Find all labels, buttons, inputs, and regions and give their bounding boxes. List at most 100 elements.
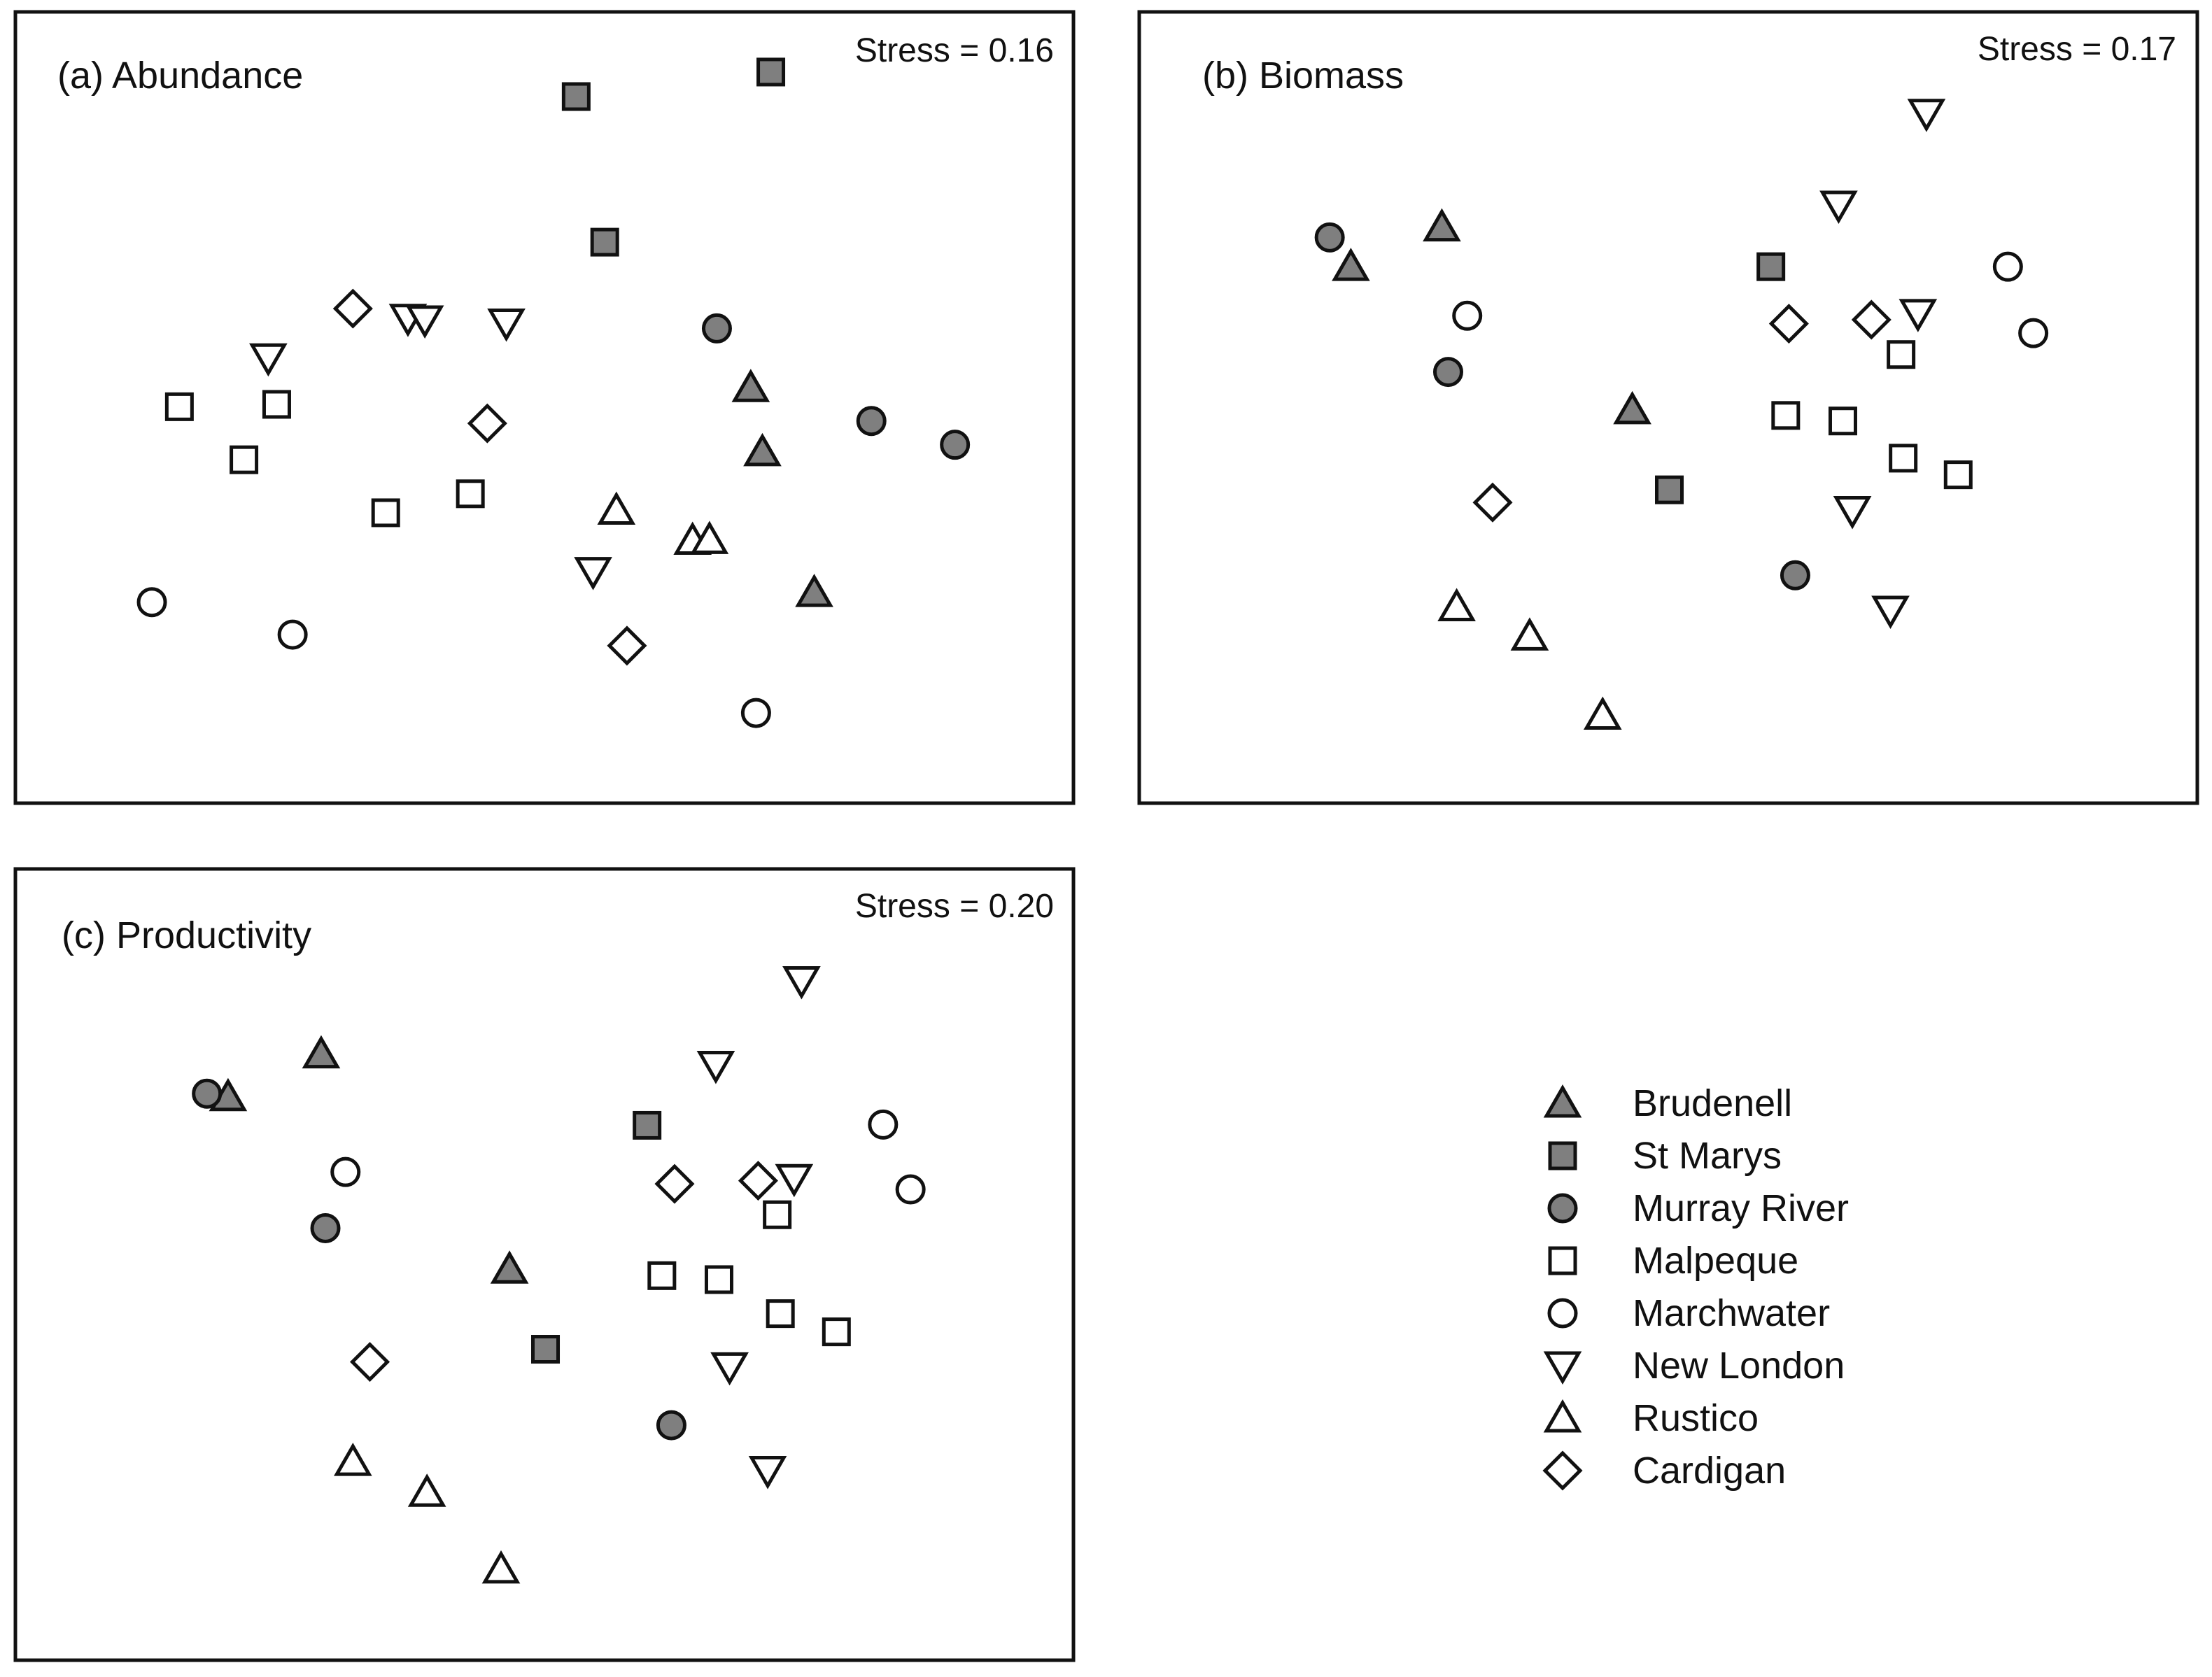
point-murray-river [656,1410,686,1441]
legend-label: New London [1633,1345,1845,1387]
point-malpeque [1771,401,1801,430]
legend-item-murray-river: Murray River [1547,1187,1849,1229]
point-brudenell [302,1035,341,1069]
point-murray-river [1780,560,1810,590]
legend-marker [1542,1450,1583,1491]
stress-label: Stress = 0.16 [855,32,1054,69]
point-new-london [748,1456,787,1490]
point-cardigan [607,625,647,666]
legend-label: Malpeque [1633,1240,1798,1282]
point-st-marys [1756,252,1786,281]
legend-item-cardigan: Cardigan [1542,1450,1786,1492]
point-new-london [710,1352,749,1386]
legend-marker [1548,1246,1577,1275]
legend-item-rustico: Rustico [1543,1397,1759,1439]
point-marchwater [868,1109,899,1140]
point-malpeque [1943,460,1973,490]
point-malpeque [456,479,485,509]
stress-label: Stress = 0.17 [1978,31,2176,68]
point-murray-river [1433,357,1464,388]
panel-title: (a) Abundance [57,55,303,97]
legend-marker [1547,1298,1578,1329]
legend-label: Rustico [1633,1397,1759,1439]
point-marchwater [740,698,771,728]
legend-item-st-marys: St Marys [1548,1135,1782,1177]
point-rustico [1437,588,1476,622]
point-rustico [597,491,636,525]
point-brudenell [1332,248,1370,281]
point-cardigan [349,1342,390,1382]
point-marchwater [330,1156,361,1187]
point-malpeque [164,392,194,421]
point-murray-river [940,430,971,460]
point-malpeque [1828,406,1857,436]
point-new-london [249,343,288,377]
scatter-marks [1314,99,2049,730]
point-rustico [407,1473,446,1507]
point-new-london [782,965,821,1000]
point-cardigan [332,288,373,329]
point-malpeque [1889,444,1918,473]
panel-productivity: (c) Productivity Stress = 0.20 [13,867,1076,1662]
point-malpeque [704,1265,733,1294]
point-new-london [775,1163,814,1198]
point-st-marys [756,57,786,87]
point-cardigan [738,1161,778,1201]
point-st-marys [590,227,619,257]
legend-label: Brudenell [1633,1082,1792,1124]
point-brudenell [490,1250,529,1284]
legend-marker [1543,1084,1582,1118]
point-new-london [1871,595,1910,630]
point-new-london [574,557,612,590]
point-new-london [1907,99,1946,132]
point-brudenell [731,369,770,402]
point-murray-river [1314,222,1345,253]
point-st-marys [561,82,591,111]
point-malpeque [371,498,400,528]
point-new-london [1898,299,1938,332]
point-new-london [1833,496,1872,530]
point-marchwater [2018,318,2049,348]
point-malpeque [647,1261,677,1290]
point-cardigan [654,1163,695,1204]
legend-label: Cardigan [1633,1450,1786,1492]
legend-label: Murray River [1633,1187,1849,1229]
legend-marker [1543,1399,1582,1433]
point-rustico [690,521,729,554]
point-marchwater [136,587,167,618]
point-rustico [481,1550,521,1584]
point-cardigan [1851,299,1892,340]
point-murray-river [192,1078,223,1109]
point-st-marys [531,1335,561,1364]
point-murray-river [856,406,887,437]
point-malpeque [230,445,259,474]
point-rustico [334,1443,372,1476]
panel-title: (b) Biomass [1202,55,1404,97]
point-new-london [487,308,526,342]
point-malpeque [763,1200,792,1229]
point-murray-river [701,313,732,344]
scatter-marks [136,57,971,728]
legend-item-brudenell: Brudenell [1543,1082,1792,1124]
legend-item-new-london: New London [1543,1345,1845,1387]
legend-label: St Marys [1633,1135,1782,1177]
point-brudenell [1613,390,1651,425]
panel-biomass: (b) Biomass Stress = 0.17 [1137,10,2199,805]
point-malpeque [822,1317,851,1347]
panel-frame [13,867,1076,1662]
point-st-marys [1655,475,1684,504]
legend-label: Marchwater [1633,1292,1830,1334]
point-cardigan [1472,482,1513,523]
point-brudenell [743,432,782,467]
panel-abundance: (a) Abundance Stress = 0.16 [13,10,1076,805]
legend-marker [1548,1141,1577,1170]
point-marchwater [1992,251,2023,282]
point-cardigan [1768,304,1809,344]
point-marchwater [895,1174,926,1205]
point-st-marys [633,1110,662,1140]
point-marchwater [277,619,308,650]
point-malpeque [766,1299,795,1329]
point-rustico [1510,617,1549,651]
legend-marker [1543,1351,1582,1385]
